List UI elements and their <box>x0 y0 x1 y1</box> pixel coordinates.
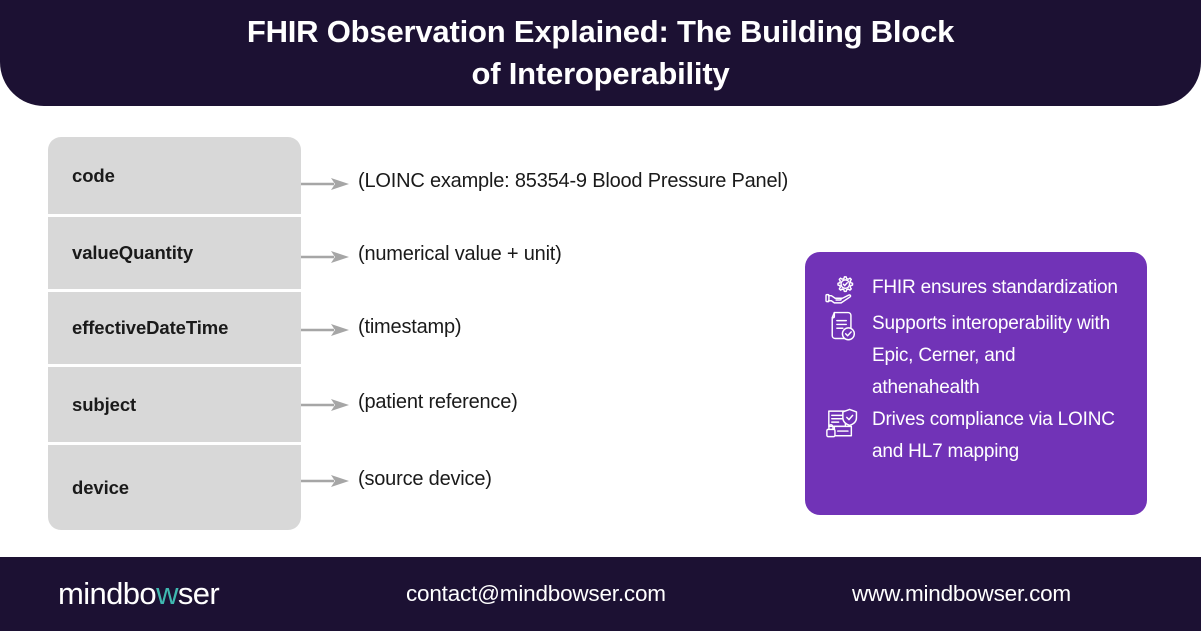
table-row: subject <box>48 367 301 445</box>
header-banner: FHIR Observation Explained: The Building… <box>0 0 1201 106</box>
field-name-label: subject <box>72 393 137 415</box>
fhir-field-table: code valueQuantity effectiveDateTime sub… <box>48 137 301 530</box>
field-description: (patient reference) <box>358 391 518 413</box>
arrow-right-icon <box>301 178 349 190</box>
field-description: (source device) <box>358 468 492 490</box>
benefit-text: FHIR ensures standardization <box>872 277 1118 298</box>
benefit-text: Drives compliance via LOINC and HL7 mapp… <box>872 409 1115 462</box>
benefit-text: Supports interoperability with Epic, Cer… <box>872 313 1110 398</box>
list-item: Drives compliance via LOINC and HL7 mapp… <box>825 404 1125 468</box>
table-row: code <box>48 137 301 217</box>
brand-logo: mindbowser <box>58 576 220 612</box>
document-shield-lock-icon <box>826 408 858 438</box>
benefits-card: FHIR ensures standardization Supports in… <box>805 252 1147 515</box>
document-check-icon <box>831 311 856 341</box>
table-row: effectiveDateTime <box>48 292 301 367</box>
arrow-right-icon <box>301 399 349 411</box>
arrow-right-icon <box>301 251 349 263</box>
brand-text-accent: w <box>156 576 178 611</box>
page-title: FHIR Observation Explained: The Building… <box>246 13 955 91</box>
brand-text-part2: ser <box>177 576 220 611</box>
arrow-right-icon <box>301 324 349 336</box>
table-row: device <box>48 445 301 530</box>
brand-text-part1: mindbo <box>58 576 157 611</box>
table-row: valueQuantity <box>48 217 301 292</box>
field-name-label: valueQuantity <box>72 242 194 263</box>
field-name-label: effectiveDateTime <box>72 317 229 338</box>
field-description: (LOINC example: 85354-9 Blood Pressure P… <box>358 170 789 192</box>
footer-email[interactable]: contact@mindbowser.com <box>406 581 666 606</box>
list-item: Supports interoperability with Epic, Cer… <box>825 308 1125 404</box>
footer-bar: mindbowser contact@mindbowser.com www.mi… <box>0 557 1201 631</box>
list-item: FHIR ensures standardization <box>825 272 1125 308</box>
arrow-right-icon <box>301 475 349 487</box>
field-description: (timestamp) <box>358 316 462 338</box>
field-description: (numerical value + unit) <box>358 243 562 265</box>
footer-website[interactable]: www.mindbowser.com <box>852 581 1071 606</box>
field-name-label: device <box>72 476 129 498</box>
field-name-label: code <box>72 164 115 186</box>
hand-holding-gear-check-icon <box>825 276 854 304</box>
